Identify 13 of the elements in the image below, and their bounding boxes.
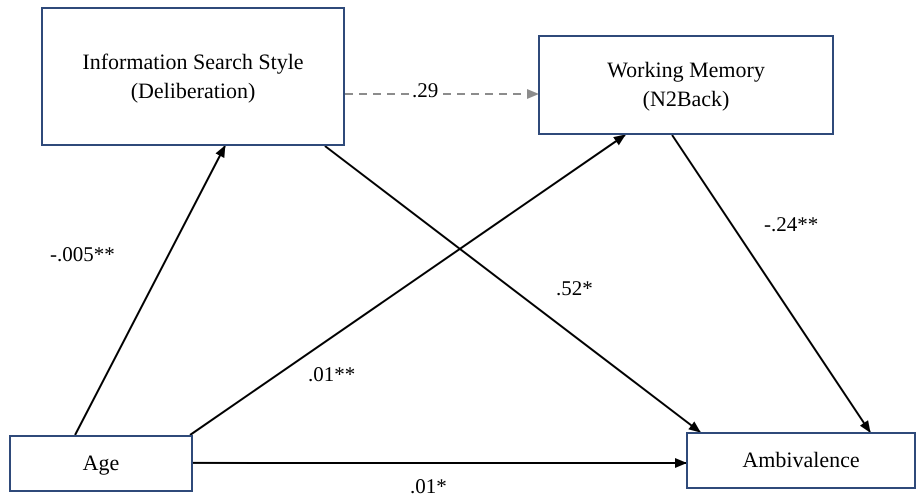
arrow bbox=[189, 134, 626, 436]
variable-box bbox=[41, 7, 345, 146]
variable-box bbox=[9, 435, 193, 492]
box-label: Age bbox=[82, 449, 120, 478]
box-label: Ambivalence bbox=[742, 446, 860, 474]
arrow bbox=[671, 134, 871, 433]
variable-box bbox=[686, 432, 916, 489]
box-label: Working Memory (N2Back) bbox=[606, 56, 766, 113]
arrow bbox=[193, 458, 687, 468]
box-label: Information Search Style (Deliberation) bbox=[81, 48, 305, 105]
arrow bbox=[324, 145, 701, 433]
arrow bbox=[74, 145, 226, 436]
variable-box bbox=[538, 35, 834, 135]
